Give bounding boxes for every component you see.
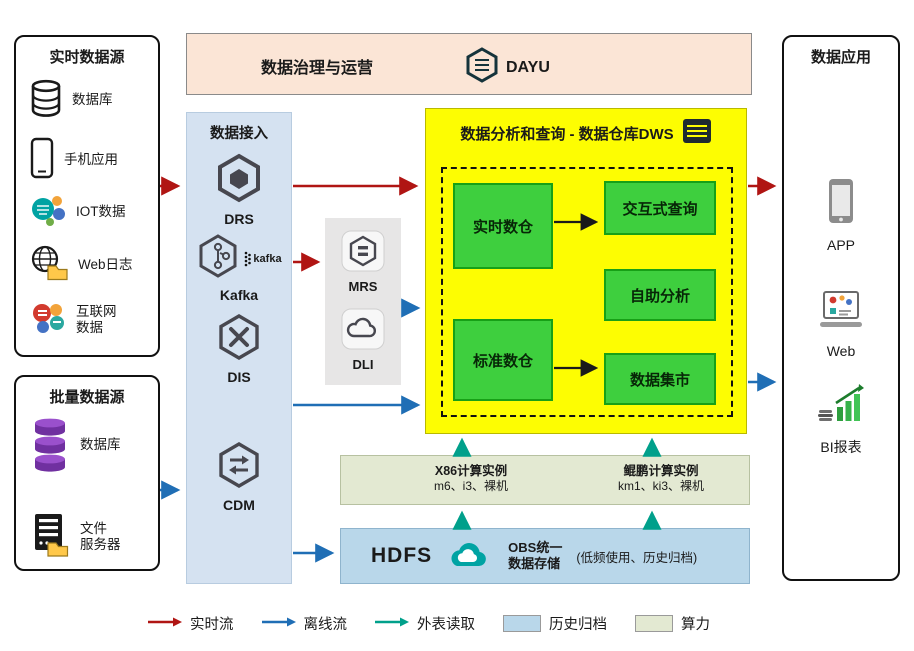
source-label: 互联网 数据 [76, 304, 117, 335]
teal-arrow-icon [375, 616, 409, 632]
legend-external-read: 外表读取 [375, 613, 475, 634]
archive-swatch [503, 615, 541, 632]
x86-compute: X86计算实例 m6、i3、裸机 [376, 463, 566, 495]
service-cdm: CDM [187, 441, 291, 513]
dws-panel: 数据分析和查询 - 数据仓库DWS 实时数仓 标准数仓 交互式查询 自助分析 [425, 108, 747, 434]
source-item-batch-database: 数据库 [29, 417, 121, 473]
storage-panel: HDFS OBS统一 数据存储 (低频使用、历史归档) [340, 528, 750, 584]
database-icon [29, 78, 63, 123]
web-monitor-icon [818, 289, 864, 336]
x86-detail: m6、i3、裸机 [433, 479, 508, 494]
dayu-icon [465, 47, 499, 88]
source-label: 数据库 [72, 92, 113, 108]
source-label: 手机应用 [64, 152, 118, 168]
dws-box-interactive-query: 交互式查询 [604, 181, 716, 235]
bi-report-icon [816, 383, 866, 430]
service-drs: DRS [187, 153, 291, 227]
service-mrs: MRS [325, 230, 401, 294]
dli-label: DLI [352, 357, 374, 372]
cdm-icon [216, 441, 262, 494]
app-item-app: APP [784, 177, 898, 253]
dws-box-standard-warehouse: 标准数仓 [453, 319, 553, 401]
kunpeng-compute: 鲲鹏计算实例 km1、ki3、裸机 [566, 463, 756, 495]
service-dis: DIS [187, 313, 291, 385]
source-item-weblog: Web日志 [29, 243, 133, 287]
apps-panel: 数据应用 APP [782, 35, 900, 581]
file-server-icon [29, 512, 71, 563]
app-phone-icon [826, 177, 856, 230]
app-label: BI报表 [820, 439, 862, 455]
source-item-internet: 互联网 数据 [29, 298, 117, 342]
kafka-wordmark: kafka [244, 251, 282, 267]
dws-box-self-service-analysis: 自助分析 [604, 269, 716, 321]
kunpeng-detail: km1、ki3、裸机 [617, 479, 704, 494]
service-kafka: kafka Kafka [187, 233, 291, 303]
source-item-mobile: 手机应用 [29, 137, 118, 184]
red-arrow-icon [148, 616, 182, 632]
compute-swatch [635, 615, 673, 632]
source-label: IOT数据 [76, 204, 126, 220]
legend-offline: 离线流 [261, 613, 347, 634]
web-log-icon [29, 244, 69, 287]
source-item-file-server: 文件 服务器 [29, 513, 121, 561]
drs-icon [215, 153, 263, 208]
legend: 实时流 离线流 外表读取 历史归档 算力 [148, 613, 710, 634]
service-dli: DLI [325, 308, 401, 372]
dws-warehouse-icon [682, 118, 712, 149]
x86-title: X86计算实例 [434, 464, 508, 478]
app-item-web: Web [784, 289, 898, 359]
mrs-icon [341, 230, 385, 277]
dis-label: DIS [227, 369, 251, 385]
ingestion-panel: 数据接入 DRS [186, 112, 292, 584]
legend-archive: 历史归档 [503, 613, 607, 634]
ingestion-title: 数据接入 [210, 126, 268, 142]
source-label: 文件 服务器 [80, 521, 121, 552]
obs-cloud-icon [446, 537, 494, 576]
dws-box-data-mart: 数据集市 [604, 353, 716, 405]
source-item-database: 数据库 [29, 78, 113, 122]
kafka-label: Kafka [219, 287, 259, 303]
obs-note: (低频使用、历史归档) [576, 550, 698, 565]
realtime-sources-title: 实时数据源 [49, 49, 125, 66]
hdfs-label: HDFS [371, 544, 433, 567]
dli-icon [341, 308, 385, 355]
drs-label: DRS [224, 211, 254, 227]
mobile-phone-icon [29, 137, 55, 184]
purple-database-icon [29, 414, 71, 477]
processing-panel: MRS DLI [325, 218, 401, 385]
legend-realtime: 实时流 [148, 613, 234, 634]
governance-banner: 数据治理与运营 DAYU [186, 33, 752, 95]
apps-title: 数据应用 [810, 49, 871, 66]
governance-title: 数据治理与运营 [261, 60, 374, 77]
mrs-label: MRS [348, 279, 378, 294]
kunpeng-title: 鲲鹏计算实例 [623, 464, 699, 478]
source-item-iot: IOT数据 [29, 190, 126, 234]
source-label: 数据库 [80, 437, 121, 453]
blue-arrow-icon [261, 616, 296, 632]
dws-dashed-container [441, 167, 733, 417]
kafka-icon [196, 233, 240, 284]
iot-icon [29, 192, 67, 233]
dws-box-realtime-warehouse: 实时数仓 [453, 183, 553, 269]
internet-data-icon [29, 299, 67, 342]
dws-title: 数据分析和查询 - 数据仓库DWS [460, 126, 674, 143]
obs-label: OBS统一 数据存储 [508, 539, 563, 571]
cdm-label: CDM [223, 497, 255, 513]
compute-instances-panel: X86计算实例 m6、i3、裸机 鲲鹏计算实例 km1、ki3、裸机 [340, 455, 750, 505]
dis-icon [216, 313, 262, 366]
app-label: APP [826, 237, 855, 253]
dayu-group: DAYU [465, 47, 550, 88]
app-label: Web [826, 343, 856, 359]
realtime-sources-panel: 实时数据源 数据库 手机应用 [14, 35, 160, 357]
batch-sources-title: 批量数据源 [49, 389, 125, 406]
dayu-label: DAYU [506, 58, 550, 76]
batch-sources-panel: 批量数据源 数据库 [14, 375, 160, 571]
app-item-bi: BI报表 [784, 383, 898, 457]
dws-title-row: 数据分析和查询 - 数据仓库DWS [426, 109, 746, 149]
source-label: Web日志 [78, 257, 133, 273]
legend-compute: 算力 [635, 613, 710, 634]
